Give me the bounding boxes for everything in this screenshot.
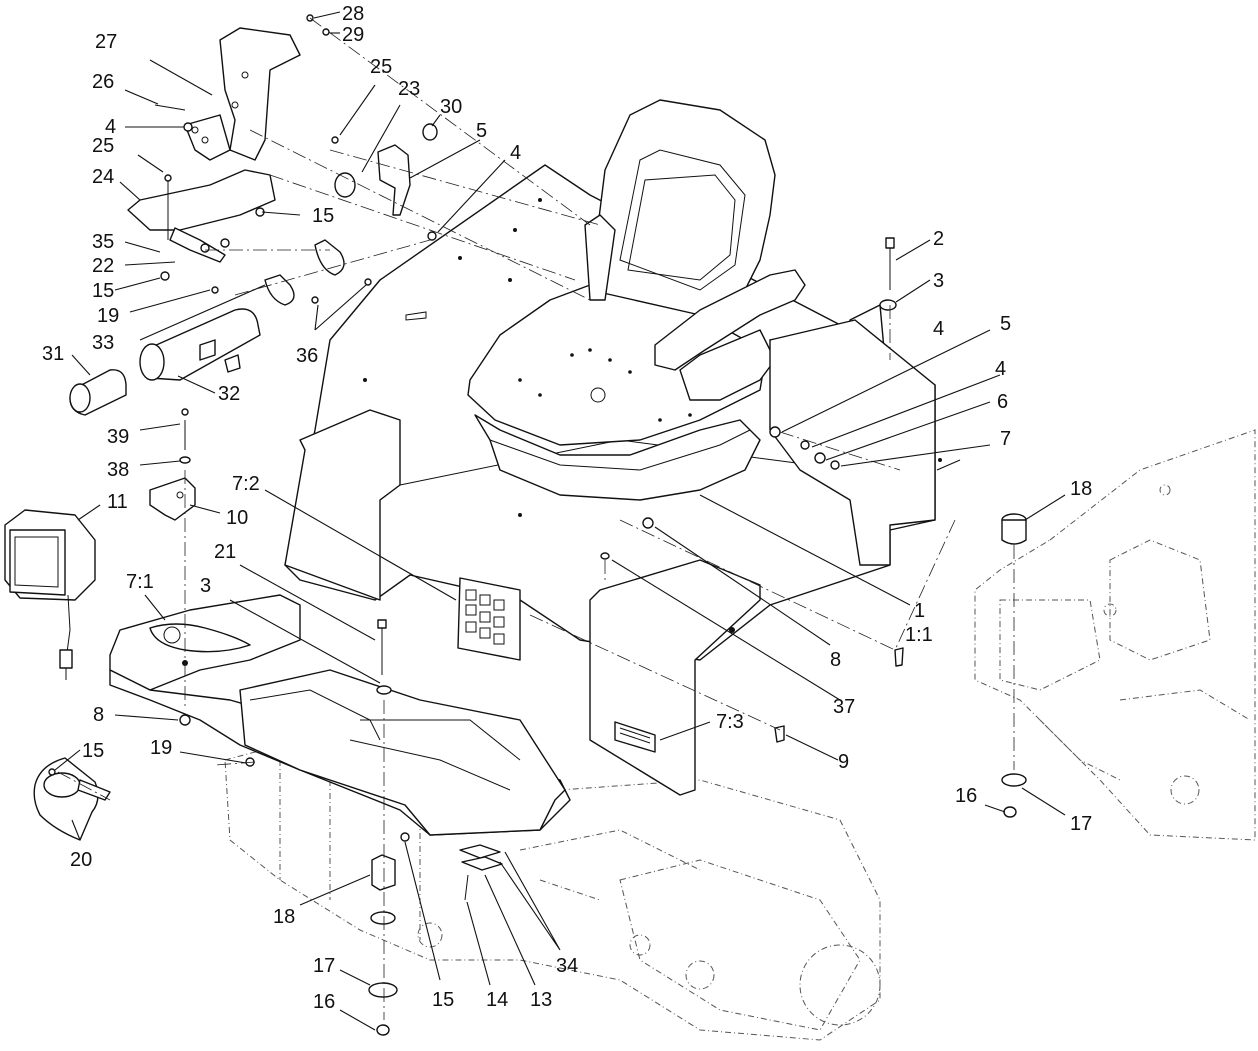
callout-7-3: 7:3 (716, 711, 744, 733)
callout-14: 14 (486, 989, 508, 1011)
callout-34: 34 (556, 955, 578, 977)
callout-29: 29 (342, 24, 364, 46)
callout-20: 20 (70, 849, 92, 871)
callout-19: 19 (150, 737, 172, 759)
callout-5: 5 (476, 120, 487, 142)
callout-3: 3 (933, 270, 944, 292)
callout-35: 35 (92, 231, 114, 253)
work-light (4, 509, 96, 680)
callout-31: 31 (42, 343, 64, 365)
horn (33, 757, 111, 841)
callout-1-1: 1:1 (905, 624, 933, 646)
callout-6: 6 (997, 391, 1008, 413)
callout-11: 11 (107, 491, 128, 513)
callout-4: 4 (105, 116, 116, 138)
leader-lines (54, 11, 1066, 1031)
side-frame-phantom (974, 429, 1256, 841)
callout-1: 1 (914, 600, 925, 622)
callout-17: 17 (313, 955, 335, 977)
callout-13: 13 (530, 989, 552, 1011)
callout-16: 16 (955, 785, 977, 807)
callout-10: 10 (226, 507, 248, 529)
callout-4: 4 (995, 358, 1006, 380)
callout-32: 32 (218, 383, 240, 405)
callout-5: 5 (1000, 313, 1011, 335)
callout-15: 15 (92, 280, 114, 302)
callout-7: 7 (1000, 428, 1011, 450)
callout-17: 17 (1070, 813, 1092, 835)
cylinder-parts (69, 308, 261, 416)
callout-9: 9 (838, 751, 849, 773)
callout-21: 21 (214, 541, 236, 563)
seat-belt (377, 144, 411, 216)
callout-25: 25 (370, 56, 392, 78)
callout-26: 26 (92, 71, 114, 93)
light-bracket (149, 477, 196, 521)
callout-23: 23 (398, 78, 420, 100)
callout-15: 15 (432, 989, 454, 1011)
callout-39: 39 (107, 426, 129, 448)
callout-33: 33 (92, 332, 114, 354)
callout-30: 30 (440, 96, 462, 118)
top-bracket (127, 27, 301, 263)
callout-8: 8 (830, 649, 841, 671)
callout-37: 37 (833, 696, 855, 718)
callout-22: 22 (92, 255, 114, 277)
decal-7-2 (457, 577, 521, 661)
callout-18: 18 (1070, 478, 1092, 500)
callout-27: 27 (95, 31, 117, 53)
decal-7-3 (614, 721, 656, 753)
callout-38: 38 (107, 459, 129, 481)
callout-4: 4 (510, 142, 521, 164)
callout-25: 25 (92, 135, 114, 157)
callout-2: 2 (933, 228, 944, 250)
hardware (48, 14, 1027, 1036)
callout-7-2: 7:2 (232, 473, 260, 495)
callout-16: 16 (313, 991, 335, 1013)
callout-3: 3 (200, 575, 211, 597)
side-panel (769, 319, 936, 566)
callout-24: 24 (92, 166, 114, 188)
frame-phantom (224, 739, 881, 1041)
callout-4: 4 (933, 318, 944, 340)
callout-7-1: 7:1 (126, 571, 154, 593)
callout-labels: 28 29 27 26 25 23 30 5 4 4 25 24 15 35 2… (42, 3, 1092, 1013)
callout-15: 15 (312, 205, 334, 227)
front-console (109, 594, 571, 836)
assembly-lines (57, 17, 1015, 1020)
callout-28: 28 (342, 3, 364, 25)
callout-19: 19 (97, 305, 119, 327)
callout-36: 36 (296, 345, 318, 367)
callout-8: 8 (93, 704, 104, 726)
callout-18: 18 (273, 906, 295, 928)
callout-15: 15 (82, 740, 104, 762)
